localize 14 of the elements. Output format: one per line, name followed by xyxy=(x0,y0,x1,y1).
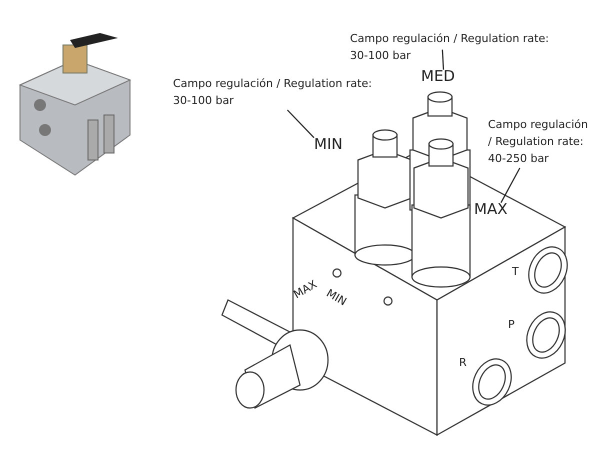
dial-label: MAX xyxy=(291,278,320,302)
port-label: T xyxy=(512,265,519,278)
port-label: P xyxy=(508,318,515,331)
leader-line xyxy=(500,168,520,203)
part-label: MED xyxy=(421,68,466,85)
callout-text: Campo regulación / Regulation rate: 40-250 bar xyxy=(488,116,594,167)
port-label: R xyxy=(459,356,467,369)
leader-line xyxy=(286,110,314,138)
part-label: MAX xyxy=(474,201,519,218)
callout-text: Campo regulación / Regulation rate: 30-100 bar xyxy=(173,75,393,109)
callout-text: Campo regulación / Regulation rate: 30-100 bar xyxy=(350,30,570,64)
leader-line xyxy=(442,50,444,70)
part-label: MIN xyxy=(314,136,354,153)
dial-label: MIN xyxy=(324,286,349,308)
